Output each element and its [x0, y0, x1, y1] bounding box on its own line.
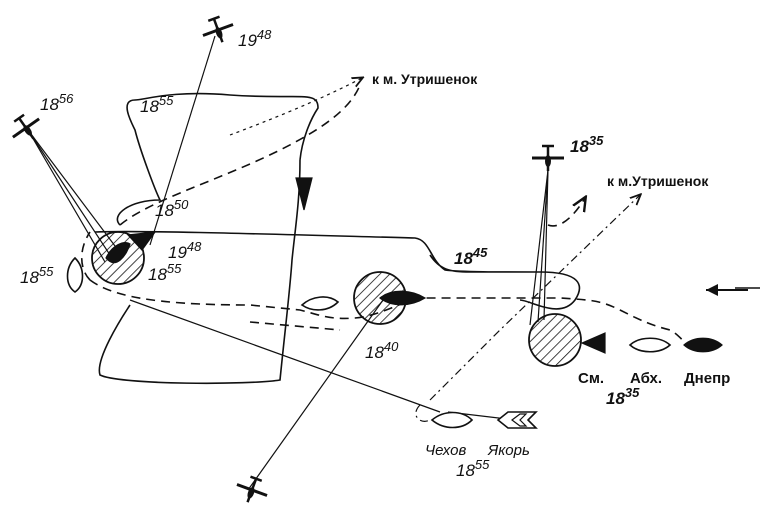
ship-outline-icon	[628, 337, 672, 353]
time-1835-plane: 1835	[570, 133, 604, 156]
yakor-ship-icon	[496, 411, 538, 429]
ship-solid-icon	[683, 337, 723, 353]
route-dashdot-tail	[415, 404, 431, 422]
route-to-utrishenok-upper	[229, 78, 362, 136]
ship-label-chekhov: Чехов	[425, 442, 466, 459]
time-1855-bottom: 1855	[456, 457, 490, 480]
time-1855-left: 1855	[20, 264, 54, 287]
explosion-circle-icon	[91, 231, 157, 285]
loop-direction-arrow	[295, 177, 313, 211]
time-1948-mid: 1948	[168, 239, 202, 262]
course-arrow-icon	[706, 284, 748, 296]
explosion-circle-icon	[528, 313, 606, 367]
time-1835-ships: 1835	[606, 385, 640, 408]
ship-label-dnepr: Днепр	[684, 370, 730, 387]
attack-line-1856-a	[27, 129, 113, 259]
ship-label-abkh: Абх.	[630, 370, 662, 387]
track-to-chekhov	[129, 299, 441, 413]
attack-line-1948	[149, 35, 216, 246]
attack-line-1835-c	[543, 169, 549, 321]
attack-line-1840	[247, 299, 384, 491]
yakor-inner-mark	[511, 413, 528, 427]
main-course-track	[94, 230, 760, 310]
time-1845: 1845	[454, 245, 488, 268]
explosion-circle-icon	[353, 271, 427, 325]
destination-lower: к м.Утришенок	[607, 173, 709, 189]
route-to-utrishenok-lower	[429, 195, 640, 401]
plane-escape-route	[547, 198, 585, 227]
time-1850: 1850	[155, 197, 189, 220]
time-1855-loop: 1855	[140, 93, 174, 116]
escort-dashed-track-2	[119, 84, 361, 226]
time-1856: 1856	[40, 91, 74, 114]
ship-label-sm: См.	[578, 370, 604, 387]
escort-dashed-track	[89, 279, 691, 346]
destination-upper: к м. Утришенок	[372, 71, 478, 87]
time-1840: 1840	[365, 339, 399, 362]
ship-label-yakor: Якорь	[487, 442, 530, 459]
aircraft-icon	[3, 106, 49, 150]
attack-line-1856-b	[27, 129, 119, 251]
ship-outline-icon	[430, 411, 474, 429]
attack-line-1856-c	[27, 129, 106, 263]
time-1948-top: 1948	[238, 27, 272, 50]
aircraft-icon	[231, 470, 273, 510]
aircraft-icon	[197, 10, 239, 50]
aircraft-icon	[530, 143, 566, 173]
ship-outline-icon	[66, 256, 84, 293]
escort-dashed-track-3	[80, 231, 91, 281]
escort-dashed-track-4	[249, 321, 341, 331]
ship-outline-icon	[300, 296, 340, 311]
time-1855-mid: 1855	[148, 261, 182, 284]
attack-line-1835-a	[529, 169, 549, 326]
attack-line-1835-b	[537, 169, 549, 323]
